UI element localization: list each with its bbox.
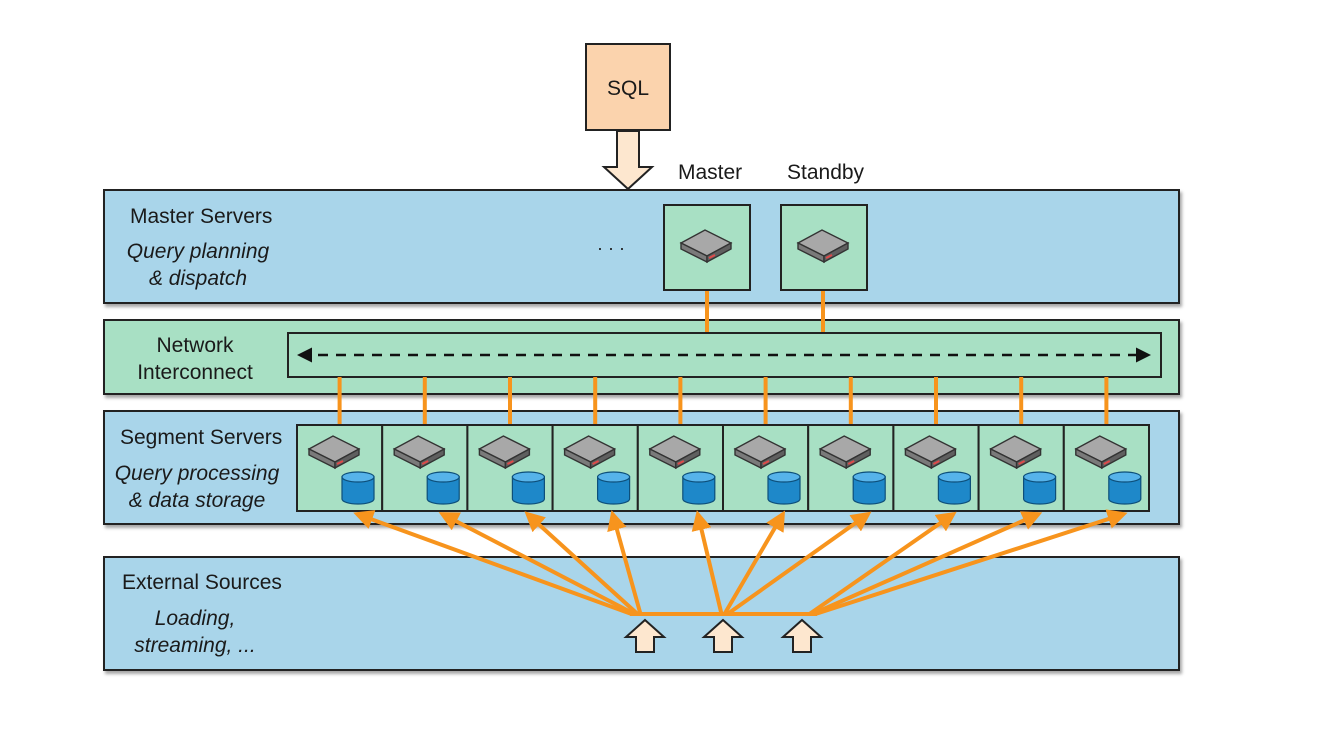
- master-servers-subtitle-line2: & dispatch: [148, 267, 248, 291]
- standby-label: Standby: [787, 161, 865, 184]
- database-icon: [767, 471, 801, 505]
- external-sources-subtitle-line2: streaming, ...: [134, 634, 256, 658]
- external-data-arrows: [353, 509, 1128, 616]
- external-to-segment-arrow: [524, 511, 639, 616]
- database-icon: [937, 471, 972, 505]
- segment-servers-group: [296, 377, 1151, 512]
- external-input-arrow-icon: [703, 619, 743, 653]
- sql-down-arrow-icon: [601, 130, 655, 191]
- database-icon: [596, 471, 631, 505]
- master-servers-subtitle-line1: Query planning: [126, 240, 270, 263]
- network-title-line1: Network: [156, 334, 234, 357]
- external-sources-subtitle: Loading, streaming, ...: [120, 605, 270, 660]
- master-ellipsis: · · ·: [597, 238, 625, 258]
- external-to-segment-arrow: [811, 511, 1043, 616]
- database-icon: [341, 471, 375, 505]
- external-to-segment-arrow: [607, 510, 643, 615]
- master-servers-subtitle: Query planning & dispatch: [118, 238, 278, 293]
- master-label: Master: [678, 161, 743, 184]
- segment-servers-title: Segment Servers: [120, 426, 283, 449]
- database-icon: [511, 471, 546, 505]
- external-sources-subtitle-line1: Loading,: [154, 607, 236, 630]
- network-title-line2: Interconnect: [137, 361, 253, 385]
- external-to-segment-arrow: [691, 510, 724, 615]
- database-icon: [1022, 471, 1057, 505]
- segment-servers-subtitle: Query processing & data storage: [112, 460, 282, 515]
- master-servers-title: Master Servers: [130, 205, 273, 228]
- segment-servers-subtitle-line1: Query processing: [114, 462, 280, 485]
- database-icon: [682, 471, 716, 505]
- external-sources-title: External Sources: [122, 571, 282, 594]
- sql-label: SQL: [607, 77, 649, 100]
- external-to-segment-arrow: [353, 510, 633, 616]
- external-to-segment-arrow: [722, 510, 786, 616]
- external-input-arrow-icon: [625, 619, 665, 653]
- external-to-segment-arrow: [808, 511, 957, 616]
- network-bus: [287, 332, 1162, 378]
- external-input-arrow-icon: [782, 619, 822, 653]
- external-to-segment-arrow: [726, 511, 872, 616]
- external-to-segment-arrow: [814, 509, 1128, 616]
- segment-servers-subtitle-line2: & data storage: [128, 489, 266, 513]
- database-icon: [852, 471, 886, 505]
- database-icon: [1108, 471, 1142, 505]
- network-interconnect-title: Network Interconnect: [120, 332, 270, 387]
- master-servers-layer: [103, 189, 1180, 304]
- database-icon: [426, 471, 460, 505]
- external-to-segment-arrow: [438, 512, 636, 616]
